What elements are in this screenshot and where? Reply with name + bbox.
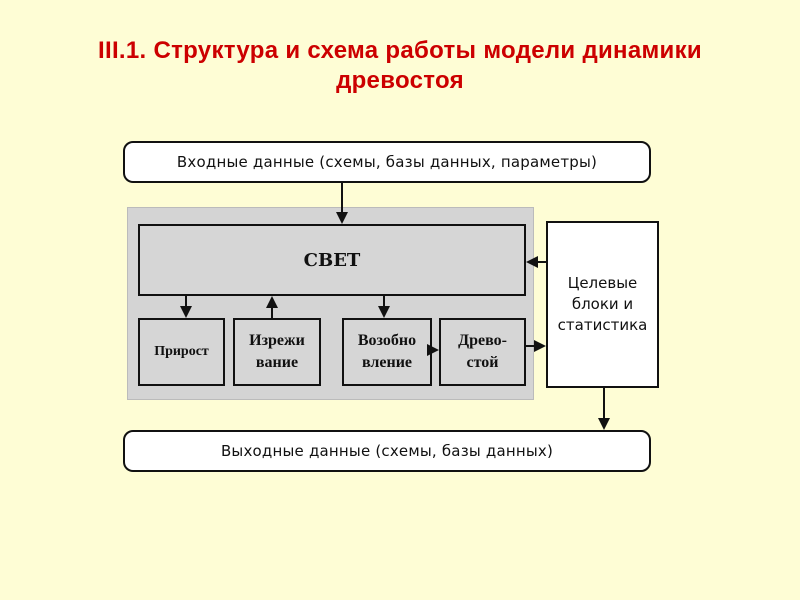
target-label-line-1: Целевые xyxy=(567,274,638,292)
output-data-label: Выходные данные (схемы, базы данных) xyxy=(220,442,554,460)
target-label-line-2: блоки и xyxy=(571,295,634,313)
regeneration-label-line-2: вление xyxy=(361,354,413,371)
input-data-box: Входные данные (схемы, базы данных, пара… xyxy=(123,141,651,183)
svet-core-box: СВЕТ xyxy=(138,224,526,296)
title-line-1: III.1. Структура и схема работы модели д… xyxy=(98,37,702,64)
target-label-line-3: статистика xyxy=(557,316,648,334)
output-data-box: Выходные данные (схемы, базы данных) xyxy=(123,430,651,472)
stand-label-line-1: Древо- xyxy=(458,332,507,349)
growth-module-label: Прирост xyxy=(154,344,209,359)
regeneration-module-box: Возобно вление xyxy=(342,318,432,386)
input-data-label: Входные данные (схемы, базы данных, пара… xyxy=(176,153,598,171)
stand-label-line-2: стой xyxy=(466,354,499,371)
thinning-label-line-1: Изрежи xyxy=(249,332,305,349)
growth-module-box: Прирост xyxy=(138,318,225,386)
regeneration-label-line-1: Возобно xyxy=(357,332,417,349)
thinning-module-box: Изрежи вание xyxy=(233,318,321,386)
svet-core-label: СВЕТ xyxy=(303,249,361,271)
stand-module-box: Древо- стой xyxy=(439,318,526,386)
thinning-label-line-2: вание xyxy=(255,354,299,371)
target-blocks-box: Целевые блоки и статистика xyxy=(546,221,659,388)
page-title: III.1. Структура и схема работы модели д… xyxy=(0,36,800,96)
title-line-2: древостоя xyxy=(336,67,464,94)
